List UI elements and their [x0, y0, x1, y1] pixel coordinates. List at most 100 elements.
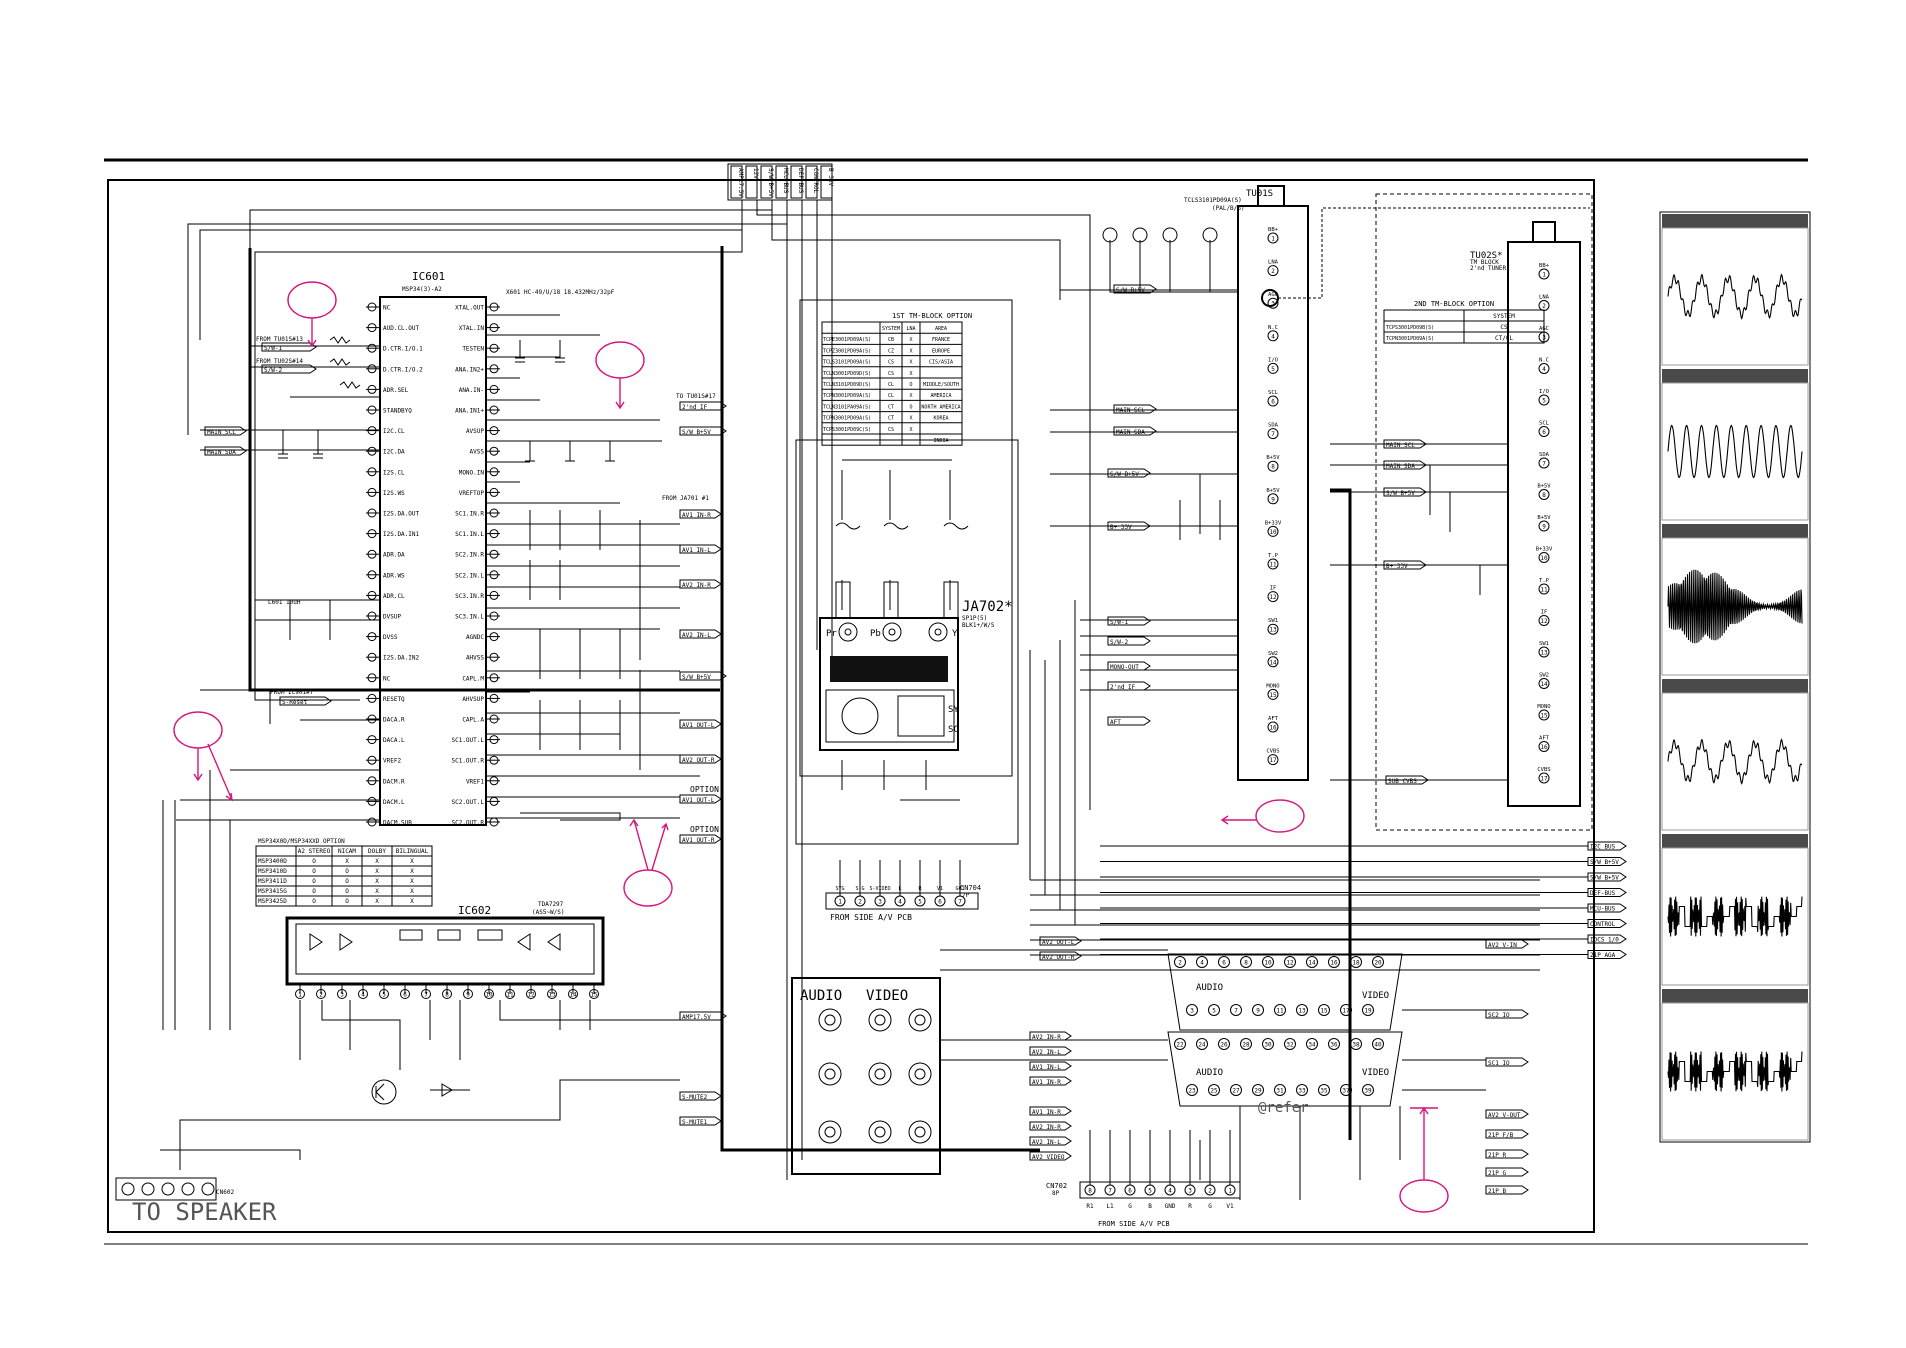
ic602-pin-num: 1 [298, 992, 302, 999]
av-jack [818, 1008, 842, 1032]
tuner-pin-label: B+5V [1266, 455, 1280, 461]
tuner-pin [1267, 623, 1279, 635]
ic602-pin-circle [463, 989, 473, 999]
ic601-pin-label: I2S.WS [383, 490, 405, 497]
svg-text:AV2 OUT-L: AV2 OUT-L [1042, 939, 1075, 946]
tm1-table-cell: O [909, 404, 912, 410]
scart-pin-num: 9 [1256, 1008, 1260, 1015]
scope-trace [1667, 273, 1803, 320]
tuner-pin [1538, 394, 1550, 406]
tm1-table-cell: EUROPE [932, 348, 950, 354]
tuner-pin-num: 6 [1271, 399, 1275, 406]
ic601-pin-num [489, 508, 499, 518]
ic601-pin-label: VREF1 [466, 778, 484, 785]
ic601-pin-num [489, 405, 499, 415]
tuner-pin [1267, 428, 1279, 440]
scope-header [1662, 834, 1808, 848]
scart-pin-num: 4 [1200, 960, 1204, 967]
ic601-pin-num [367, 302, 377, 312]
tuner-pin-num: 13 [1540, 650, 1548, 657]
tuner-pin [1538, 457, 1550, 469]
ic601-part: MSP34(3)-A2 [402, 286, 442, 293]
svg-text:MONO-OUT: MONO-OUT [1110, 664, 1139, 671]
cn702-pin-num: 3 [1188, 1188, 1192, 1195]
svg-text:TM BLOCK: TM BLOCK [1470, 259, 1499, 266]
cn704-pin-num: 5 [918, 899, 922, 906]
scart-pin-num: 24 [1198, 1042, 1206, 1049]
ic601-pin-label: SC2.IN.L [455, 572, 484, 579]
tuner-pin [1267, 754, 1279, 766]
scope-trace [1667, 1051, 1803, 1092]
svg-text:21P R: 21P R [1488, 1152, 1506, 1159]
scart-pin [1318, 1084, 1330, 1096]
ja702-label-bar [830, 656, 948, 682]
scart-pin [1262, 1038, 1274, 1050]
tuner-pin-num: 4 [1542, 366, 1546, 373]
tm1-table-cell: KOREA [933, 416, 948, 422]
ic602-ref: IC602 [458, 904, 491, 917]
bus-label: B 33V [827, 168, 834, 186]
cn704-pin-num: 1 [838, 899, 842, 906]
tuner-pin-label: LNA [1268, 260, 1279, 266]
center-block-frame [799, 299, 1013, 777]
bus-label: S/W B+5V [767, 168, 774, 197]
tuner-pin-label: B+5V [1266, 488, 1280, 494]
right-bus-label: S/W B+5V [1590, 859, 1619, 866]
msp-table-cell: X [375, 858, 379, 865]
msp-table-cell: X [410, 858, 414, 865]
tuner-pin-label: SCL [1268, 390, 1279, 396]
msp-table-cell: NICAM [338, 848, 356, 855]
svg-text:S/W B+5V: S/W B+5V [1116, 287, 1145, 294]
annotation-ellipse-5 [1255, 799, 1305, 833]
ic601-pin-label: XTAL.OUT [455, 305, 484, 312]
tuner-pin [1538, 489, 1550, 500]
scart-pin [1328, 956, 1340, 968]
tm1-table-cell: X [909, 416, 912, 422]
svg-text:7P: 7P [962, 892, 970, 899]
ic601-pin-label: I2C.CL [383, 428, 405, 435]
cn702-pin-num: 8 [1088, 1188, 1092, 1195]
svg-text:MAIN SCL: MAIN SCL [207, 429, 236, 436]
ic601-pin-label: XTAL.IN [459, 325, 485, 332]
svg-text:AV2 V-IN: AV2 V-IN [1488, 942, 1517, 949]
ic601-pin-label: SC1.IN.R [455, 511, 484, 518]
right-bus-label: DEF-BUS [1590, 890, 1616, 897]
ic601-pin-label: MONO.IN [459, 469, 485, 476]
ic602-pin-num: 10 [485, 992, 493, 999]
component-block-frame [795, 439, 1019, 845]
ic601-pin-label: ANA.IN1+ [455, 408, 484, 415]
svg-text:AV2 V-OUT: AV2 V-OUT [1488, 1112, 1521, 1119]
scart2-audio-label: AUDIO [1196, 1068, 1223, 1078]
ic602-pin-num: 15 [590, 992, 598, 999]
tuner-pin-label: SCL [1539, 421, 1550, 427]
tuner-pin-label: B+33V [1265, 520, 1282, 526]
tuner-pin-num: 11 [1540, 587, 1548, 594]
tuner-pin-label: IF [1270, 586, 1277, 592]
ic601-pin-label: ANA.IN2+ [455, 366, 484, 373]
tm1-table-cell: TCPN3001PD09A(S) [823, 416, 871, 422]
ic601-pin-num [489, 590, 499, 600]
av-jack [868, 1008, 892, 1032]
svg-text:AV2 OUT-R: AV2 OUT-R [682, 757, 715, 764]
scart-pin-num: 22 [1176, 1042, 1184, 1049]
tuner-pin [1267, 362, 1279, 374]
scart-pin-num: 5 [1212, 1008, 1216, 1015]
ic602-pin-num: 3 [340, 992, 344, 999]
ic601-pin-label: SC2.OUT.R [451, 820, 484, 827]
svg-text:AV2 OUT-R: AV2 OUT-R [1042, 954, 1075, 961]
ic602-pin-circle [400, 989, 410, 999]
tuner-pin [1267, 330, 1279, 342]
ic601-pin-num [367, 817, 377, 827]
ic601-pin-num [489, 529, 499, 539]
msp-table-cell: X [410, 898, 414, 905]
scart-pin-num: 20 [1374, 960, 1382, 967]
ic601-pin-label: I2C.DA [383, 449, 405, 456]
scart-pin [1274, 1084, 1286, 1096]
tuner-pin-num: 15 [1269, 692, 1277, 699]
tuner-pin-label: CVBS [1537, 767, 1550, 773]
tuner-pin-num: 17 [1269, 757, 1277, 764]
scart-pin-num: 12 [1286, 960, 1294, 967]
ic601-right-network [486, 314, 700, 821]
msp-table-cell: X [375, 888, 379, 895]
